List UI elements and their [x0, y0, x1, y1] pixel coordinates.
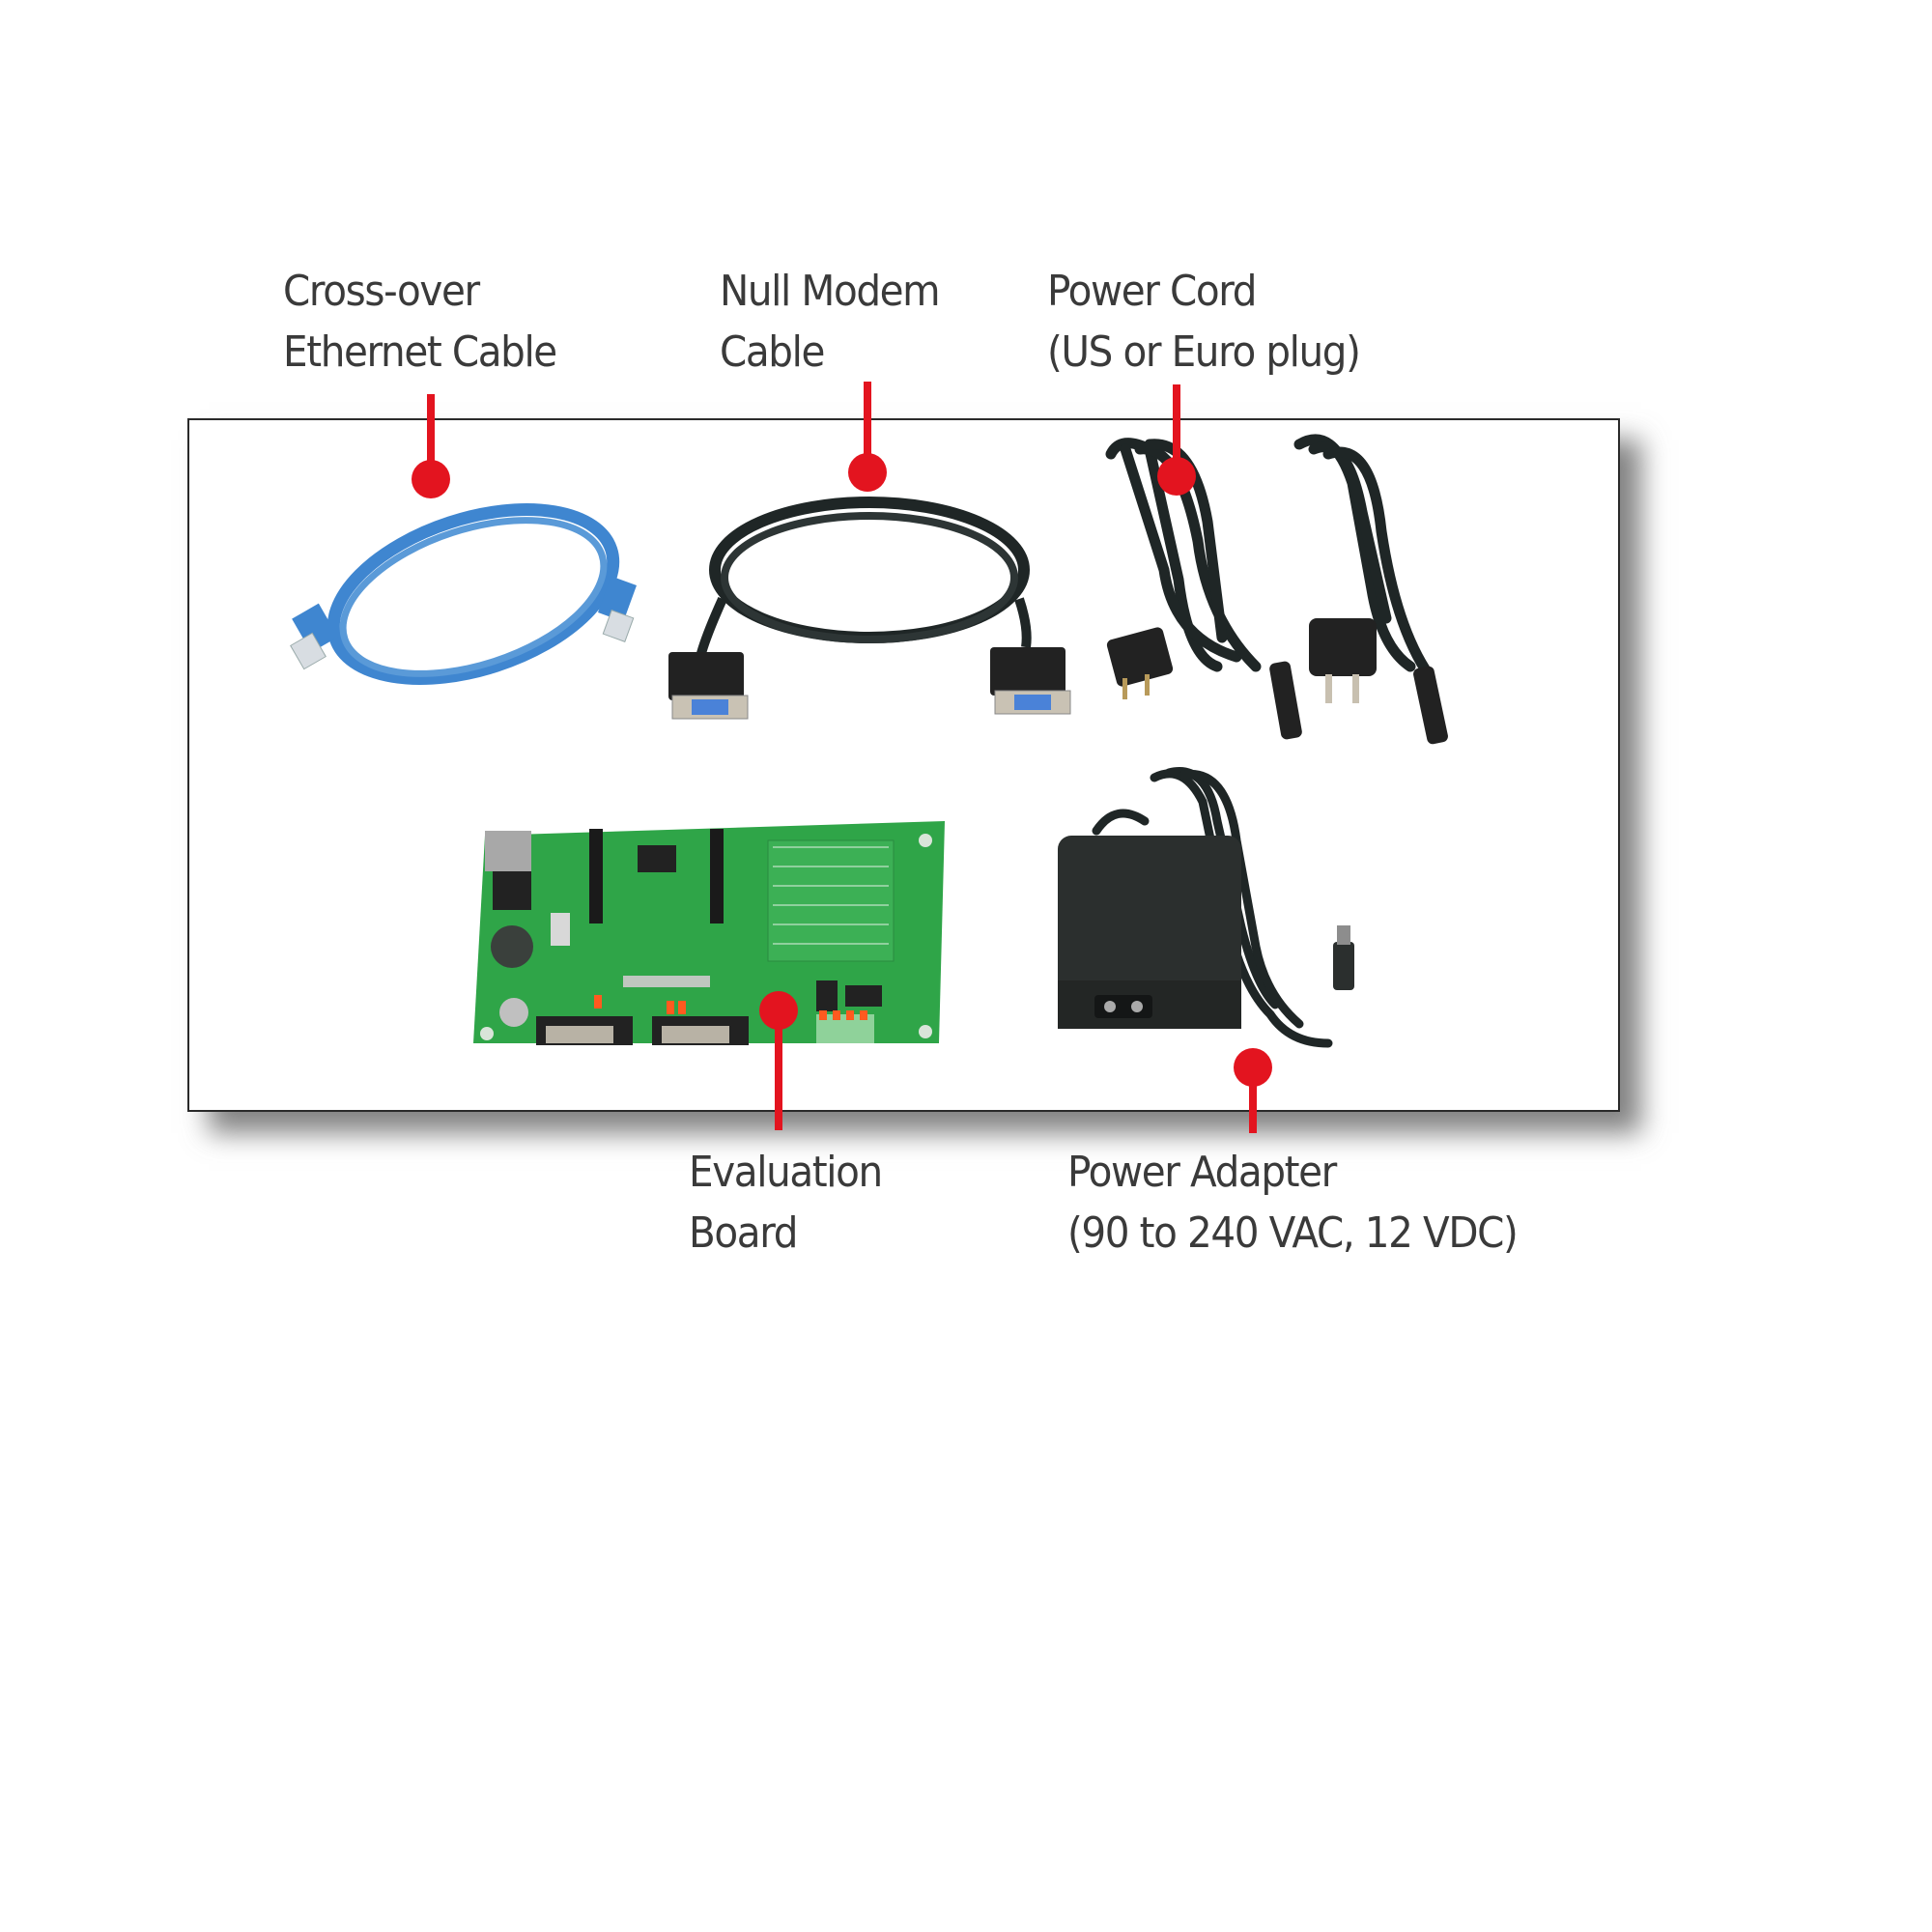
null-modem-cable-image [668, 497, 1071, 720]
label-line-2: (US or Euro plug) [1047, 327, 1361, 377]
label-line-1: Power Adapter [1067, 1148, 1337, 1197]
label-evaluation-board: Evaluation Board [689, 1142, 883, 1264]
label-crossover-ethernet-cable: Cross-over Ethernet Cable [283, 261, 557, 383]
callout-dot-power-cord [1157, 457, 1196, 496]
label-null-modem-cable: Null Modem Cable [720, 261, 941, 383]
callout-dot-null-modem [848, 453, 887, 492]
evaluation-board-image [473, 821, 945, 1045]
callout-dot-ethernet [412, 460, 450, 498]
callout-line-power-adapter [1249, 1067, 1257, 1133]
callout-line-ethernet [427, 394, 435, 479]
callout-line-power-cord [1173, 384, 1180, 476]
power-adapter-image [1058, 767, 1354, 1048]
label-line-1: Power Cord [1047, 267, 1257, 316]
label-power-adapter: Power Adapter (90 to 240 VAC, 12 VDC) [1067, 1142, 1519, 1264]
callout-line-null-modem [864, 382, 871, 469]
label-line-2: Ethernet Cable [283, 327, 557, 377]
callout-line-eval-board [775, 1010, 782, 1130]
label-line-1: Evaluation [689, 1148, 883, 1197]
label-line-1: Cross-over [283, 267, 480, 316]
label-power-cord: Power Cord (US or Euro plug) [1047, 261, 1361, 383]
us-power-cord [1105, 438, 1262, 672]
euro-power-cord [1293, 434, 1435, 682]
label-line-1: Null Modem [720, 267, 941, 316]
ethernet-cable-image [290, 503, 637, 685]
label-line-2: Board [689, 1208, 798, 1258]
label-line-2: (90 to 240 VAC, 12 VDC) [1067, 1208, 1519, 1258]
power-cord-image [1105, 434, 1448, 745]
label-line-2: Cable [720, 327, 825, 377]
